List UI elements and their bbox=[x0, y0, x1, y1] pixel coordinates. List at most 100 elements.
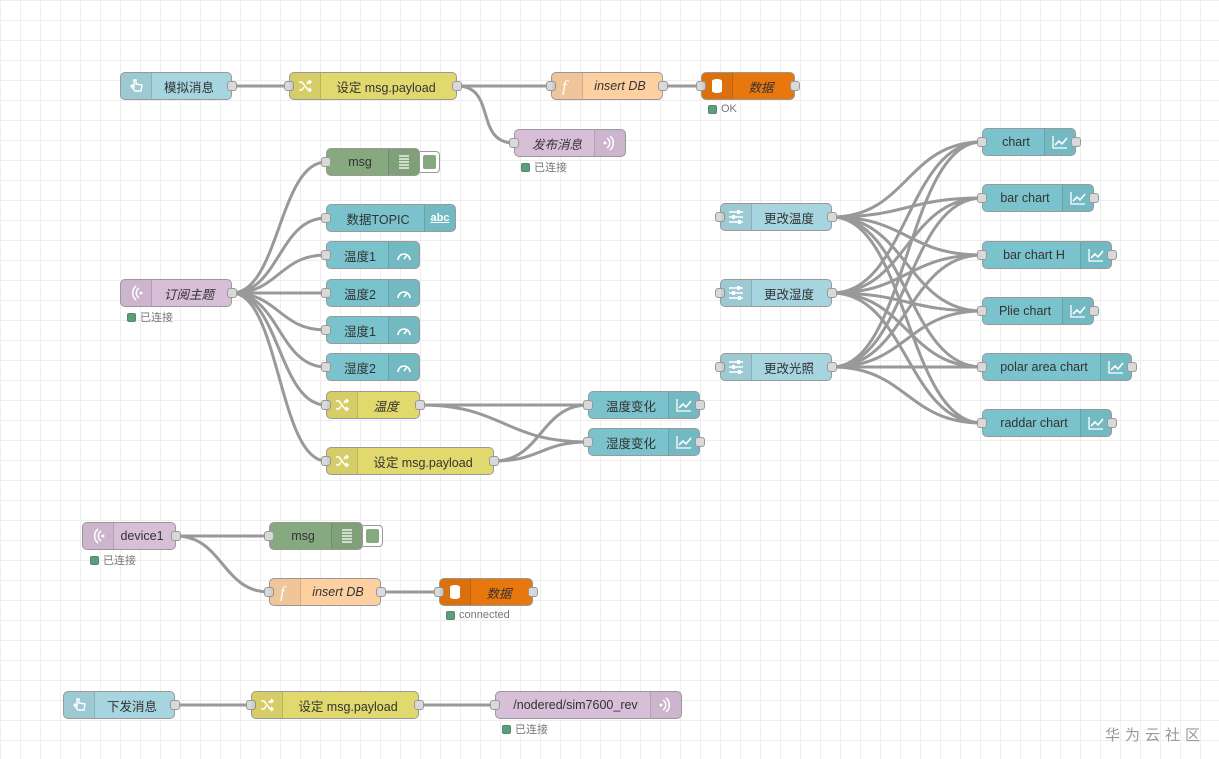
input-port[interactable] bbox=[583, 437, 593, 447]
input-port[interactable] bbox=[264, 587, 274, 597]
output-port[interactable] bbox=[227, 288, 237, 298]
function-node-insert-db-2[interactable]: f insert DB bbox=[264, 578, 386, 606]
wire-15[interactable] bbox=[493, 440, 589, 463]
ui-text-node-topic[interactable]: 数据TOPIC abc bbox=[321, 204, 456, 232]
input-port[interactable] bbox=[546, 81, 556, 91]
input-port[interactable] bbox=[321, 362, 331, 372]
wire-4[interactable] bbox=[231, 160, 327, 295]
output-port[interactable] bbox=[1127, 362, 1137, 372]
input-port[interactable] bbox=[977, 193, 987, 203]
output-port[interactable] bbox=[658, 81, 668, 91]
wire-22[interactable] bbox=[831, 196, 983, 219]
slider-node-hum[interactable]: 更改湿度 bbox=[715, 279, 837, 307]
change-node-payload-3[interactable]: 设定 msg.payload bbox=[246, 691, 424, 719]
chart-node-chart[interactable]: chart bbox=[977, 128, 1081, 156]
wire-35[interactable] bbox=[831, 253, 983, 369]
mqtt-out-node-publish[interactable]: 发布消息 bbox=[509, 129, 626, 157]
input-port[interactable] bbox=[977, 137, 987, 147]
input-port[interactable] bbox=[321, 157, 331, 167]
input-port[interactable] bbox=[264, 531, 274, 541]
input-port[interactable] bbox=[284, 81, 294, 91]
input-port[interactable] bbox=[321, 288, 331, 298]
wire-25[interactable] bbox=[831, 215, 983, 369]
change-node-payload-2[interactable]: 设定 msg.payload bbox=[321, 447, 499, 475]
output-port[interactable] bbox=[790, 81, 800, 91]
wire-24[interactable] bbox=[831, 215, 983, 313]
debug-node-msg-1[interactable]: msg bbox=[321, 148, 420, 176]
wire-29[interactable] bbox=[831, 253, 983, 295]
input-port[interactable] bbox=[490, 700, 500, 710]
output-port[interactable] bbox=[528, 587, 538, 597]
debug-node-msg-2[interactable]: msg bbox=[264, 522, 363, 550]
wire-36[interactable] bbox=[831, 309, 983, 369]
output-port[interactable] bbox=[171, 531, 181, 541]
change-node-temp[interactable]: 温度 bbox=[321, 391, 425, 419]
output-port[interactable] bbox=[452, 81, 462, 91]
wire-5[interactable] bbox=[231, 216, 327, 295]
wire-21[interactable] bbox=[831, 140, 983, 219]
chart-node-bar-h[interactable]: bar chart H bbox=[977, 241, 1117, 269]
input-port[interactable] bbox=[715, 288, 725, 298]
input-port[interactable] bbox=[321, 456, 331, 466]
wire-3[interactable] bbox=[456, 84, 515, 145]
gauge-node-temp1[interactable]: 温度1 bbox=[321, 241, 420, 269]
output-port[interactable] bbox=[376, 587, 386, 597]
input-port[interactable] bbox=[977, 306, 987, 316]
slider-node-temp[interactable]: 更改温度 bbox=[715, 203, 837, 231]
output-port[interactable] bbox=[827, 212, 837, 222]
chart-node-hum-change[interactable]: 湿度变化 bbox=[583, 428, 705, 456]
output-port[interactable] bbox=[170, 700, 180, 710]
input-port[interactable] bbox=[977, 362, 987, 372]
wire-26[interactable] bbox=[831, 215, 983, 425]
wire-13[interactable] bbox=[419, 403, 589, 444]
wire-30[interactable] bbox=[831, 291, 983, 313]
input-port[interactable] bbox=[715, 212, 725, 222]
input-port[interactable] bbox=[321, 250, 331, 260]
wire-32[interactable] bbox=[831, 291, 983, 425]
input-port[interactable] bbox=[696, 81, 706, 91]
input-port[interactable] bbox=[434, 587, 444, 597]
input-port[interactable] bbox=[977, 250, 987, 260]
debug-toggle-button[interactable] bbox=[420, 151, 440, 173]
wire-14[interactable] bbox=[493, 403, 589, 463]
output-port[interactable] bbox=[1107, 418, 1117, 428]
input-port[interactable] bbox=[321, 325, 331, 335]
input-port[interactable] bbox=[509, 138, 519, 148]
mqtt-out-node-sim7600[interactable]: /nodered/sim7600_rev bbox=[490, 691, 682, 719]
wire-33[interactable] bbox=[831, 140, 983, 369]
output-port[interactable] bbox=[1107, 250, 1117, 260]
input-port[interactable] bbox=[246, 700, 256, 710]
chart-node-radar[interactable]: raddar chart bbox=[977, 409, 1117, 437]
output-port[interactable] bbox=[1089, 193, 1099, 203]
wire-34[interactable] bbox=[831, 196, 983, 369]
wire-17[interactable] bbox=[175, 534, 270, 594]
input-port[interactable] bbox=[977, 418, 987, 428]
wire-23[interactable] bbox=[831, 215, 983, 257]
database-node-1[interactable]: 数据 bbox=[696, 72, 800, 100]
input-port[interactable] bbox=[321, 400, 331, 410]
function-node-insert-db-1[interactable]: f insert DB bbox=[546, 72, 668, 100]
mqtt-in-node-subscribe[interactable]: 订阅主题 bbox=[120, 279, 237, 307]
change-node-payload-1[interactable]: 设定 msg.payload bbox=[284, 72, 462, 100]
chart-node-pie[interactable]: Plie chart bbox=[977, 297, 1099, 325]
gauge-node-temp2[interactable]: 温度2 bbox=[321, 279, 420, 307]
output-port[interactable] bbox=[227, 81, 237, 91]
chart-node-bar[interactable]: bar chart bbox=[977, 184, 1099, 212]
input-port[interactable] bbox=[715, 362, 725, 372]
debug-toggle-button[interactable] bbox=[363, 525, 383, 547]
output-port[interactable] bbox=[1089, 306, 1099, 316]
wire-31[interactable] bbox=[831, 291, 983, 369]
wire-11[interactable] bbox=[231, 291, 327, 463]
output-port[interactable] bbox=[489, 456, 499, 466]
wire-27[interactable] bbox=[831, 140, 983, 295]
database-node-2[interactable]: 数据 bbox=[434, 578, 538, 606]
gauge-node-hum2[interactable]: 湿度2 bbox=[321, 353, 420, 381]
chart-node-temp-change[interactable]: 温度变化 bbox=[583, 391, 705, 419]
slider-node-light[interactable]: 更改光照 bbox=[715, 353, 837, 381]
inject-node-simulate[interactable]: 模拟消息 bbox=[120, 72, 237, 100]
mqtt-in-node-device1[interactable]: device1 bbox=[82, 522, 181, 550]
input-port[interactable] bbox=[583, 400, 593, 410]
gauge-node-hum1[interactable]: 湿度1 bbox=[321, 316, 420, 344]
output-port[interactable] bbox=[415, 400, 425, 410]
inject-node-send[interactable]: 下发消息 bbox=[63, 691, 180, 719]
